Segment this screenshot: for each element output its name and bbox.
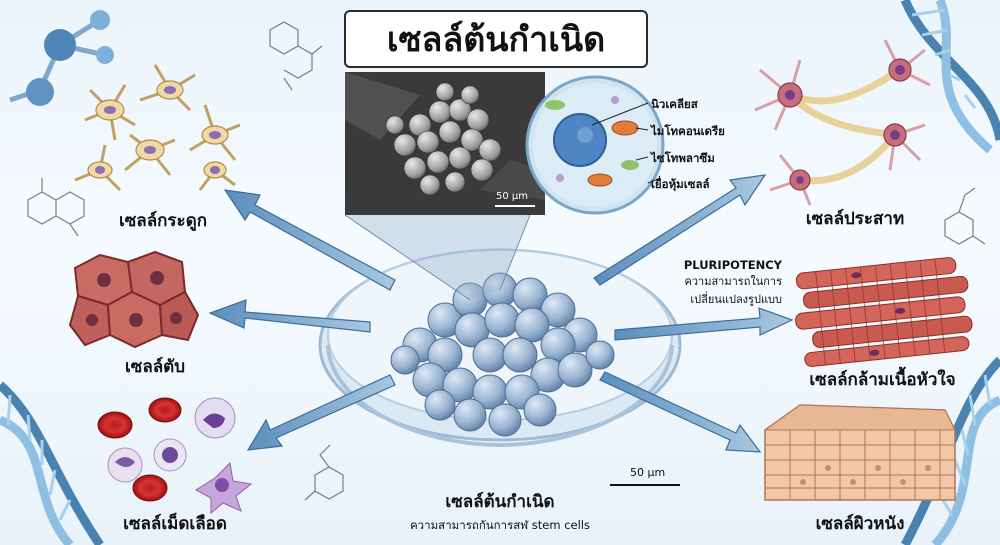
blood-cells-illustration (97, 397, 253, 515)
center-caption-subtitle: ความสามารถกันการสฬ stem cells (409, 518, 590, 532)
pluripotency-line1: ความสามารถในการ (684, 275, 783, 288)
dna-helix-top-right (900, 0, 1000, 154)
heart-muscle-illustration (795, 257, 973, 367)
differentiation-arrows (208, 174, 794, 453)
callout-membrane: เยื่อหุ้มเซลล์ (651, 177, 710, 191)
callout-mitochondria: ไมโทคอนเดรีย (651, 124, 725, 138)
callout-nucleus: นิวเคลียส (651, 97, 698, 111)
label-liver-cell: เซลล์ตับ (124, 357, 185, 377)
micrograph-scale-label: 50 µm (496, 191, 529, 202)
nerve-cells-illustration (754, 39, 931, 206)
dna-helix-bottom-left (0, 381, 104, 545)
skin-tissue-illustration (763, 404, 956, 501)
zoom-lines (345, 215, 530, 300)
chemical-structure-icon (27, 21, 986, 501)
callout-cytoplasm: ไซโทพลาซึม (651, 151, 715, 165)
label-bone-cell: เซลล์กระดูก (118, 211, 208, 231)
pluripotency-line2: เปลี่ยนแปลงรูปแบบ (690, 293, 782, 306)
title-box: เซลล์ต้นกำเนิด (344, 10, 648, 68)
label-heart-muscle-cell: เซลล์กล้ามเนื้อหัวใจ (809, 370, 956, 390)
molecule-icon (9, 10, 114, 106)
liver-cells-illustration (68, 250, 200, 349)
mitochondria-icon (611, 120, 639, 136)
cell-anatomy-diagram (525, 75, 665, 215)
arrow-to-blood (246, 374, 396, 451)
sem-micrograph (345, 72, 545, 215)
pluripotency-heading: PLURIPOTENCY (683, 258, 782, 272)
arrow-to-nerve (593, 174, 767, 286)
arrow-to-skin (599, 371, 762, 453)
pluripotency-note: PLURIPOTENCY ความสามารถในการ เปลี่ยนแปลง… (662, 258, 782, 308)
bone-cell-nuclei (95, 86, 221, 174)
center-caption: เซลล์ต้นกำเนิด ความสามารถกันการสฬ stem c… (350, 488, 650, 535)
label-skin-cell: เซลล์ผิวหนัง (815, 514, 905, 534)
center-caption-title: เซลล์ต้นกำเนิด (445, 492, 555, 512)
arrow-to-liver (208, 299, 371, 333)
label-nerve-cell: เซลล์ประสาท (805, 209, 905, 229)
page-title: เซลล์ต้นกำเนิด (386, 20, 606, 60)
label-blood-cell: เซลล์เม็ดเลือด (123, 514, 227, 534)
zoom-line-left (344, 214, 471, 301)
arrow-to-heart (614, 307, 794, 341)
dish-scale-label: 50 µm (630, 466, 666, 479)
zoom-line-right (499, 214, 531, 291)
arrow-to-bone (223, 189, 396, 291)
stem-cell-cluster (390, 272, 615, 437)
